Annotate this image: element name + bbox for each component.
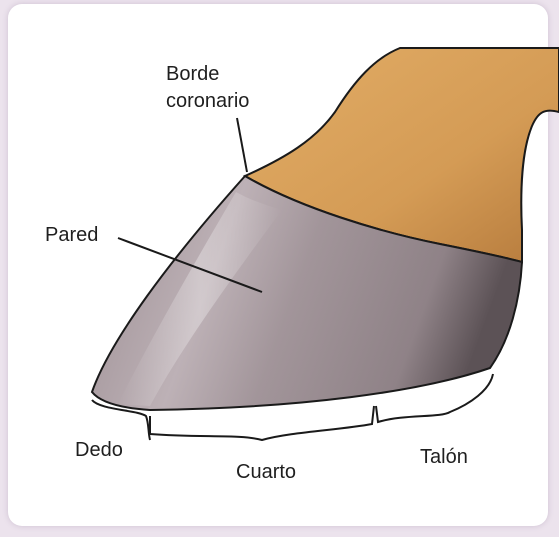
cuarto-bracket xyxy=(150,406,374,440)
label-pared: Pared xyxy=(45,224,98,246)
label-borde: Borde xyxy=(166,63,219,85)
borde-coronario-leader xyxy=(237,118,247,172)
label-cuarto: Cuarto xyxy=(236,461,296,483)
label-coronario: coronario xyxy=(166,90,249,112)
label-dedo: Dedo xyxy=(75,439,123,461)
label-talon: Talón xyxy=(420,446,468,468)
